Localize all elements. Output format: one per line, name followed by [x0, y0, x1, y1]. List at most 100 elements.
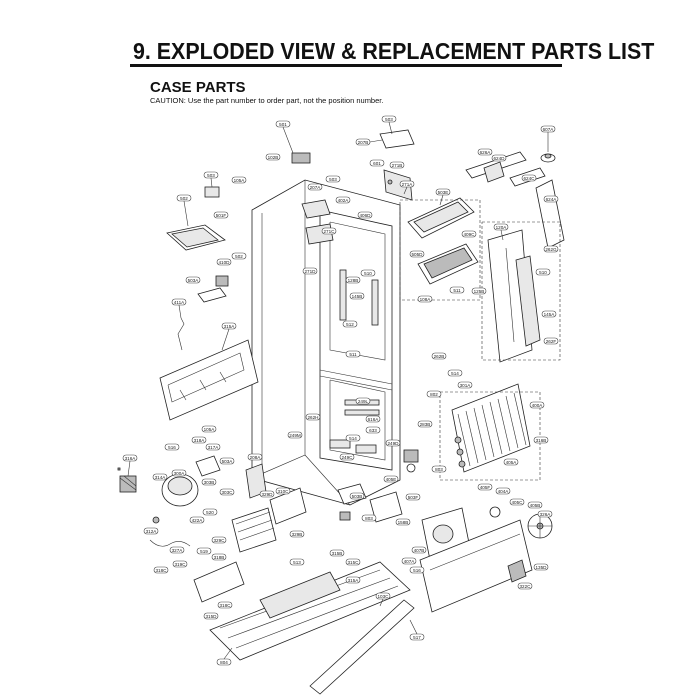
svg-text:262G: 262G	[545, 247, 557, 252]
svg-text:505D: 505D	[412, 252, 424, 257]
svg-text:502: 502	[235, 254, 243, 259]
part-labels: 501 102B 503 207B 607A 626A 624D 624C 62…	[122, 115, 559, 666]
label-207a: 207A	[307, 183, 323, 191]
svg-text:601: 601	[373, 161, 381, 166]
svg-text:102B: 102B	[268, 155, 279, 160]
label-120a: 120A	[493, 223, 509, 231]
svg-text:510: 510	[539, 270, 547, 275]
label-517: 517	[409, 633, 425, 641]
label-502b: 502	[231, 252, 247, 260]
svg-text:316A: 316A	[125, 456, 137, 461]
label-422a: 422A	[189, 516, 205, 524]
svg-text:514: 514	[451, 371, 459, 376]
label-249l: 249L	[355, 397, 371, 405]
label-303c: 303C	[219, 488, 235, 496]
svg-text:329C: 329C	[214, 538, 226, 543]
svg-text:405B: 405B	[530, 503, 541, 508]
label-262f: 262F	[543, 337, 559, 345]
upper-left-parts	[166, 152, 311, 351]
svg-text:503A: 503A	[188, 278, 200, 283]
svg-text:802: 802	[430, 392, 438, 397]
svg-text:317A: 317A	[208, 445, 220, 450]
svg-text:105A: 105A	[234, 178, 246, 183]
label-249c: 249C	[339, 453, 355, 461]
label-407a: 407A	[401, 557, 417, 565]
label-503a2: 503A	[219, 457, 235, 465]
label-512: 512	[342, 320, 358, 328]
svg-text:400A: 400A	[532, 403, 544, 408]
label-804: 804	[216, 658, 232, 666]
label-329b: 329B	[289, 530, 305, 538]
label-803: 803	[431, 465, 447, 473]
label-315b: 315B	[329, 549, 345, 557]
svg-text:503F: 503F	[408, 495, 419, 500]
label-503f: 503F	[405, 493, 421, 501]
svg-text:607A: 607A	[543, 127, 555, 132]
svg-text:271D: 271D	[305, 269, 317, 274]
svg-text:616A: 616A	[368, 417, 380, 422]
label-262b: 262B	[431, 352, 447, 360]
label-514: 514	[447, 369, 463, 377]
svg-text:300A: 300A	[174, 471, 186, 476]
svg-text:318C: 318C	[220, 603, 232, 608]
svg-text:262B: 262B	[434, 354, 445, 359]
label-513: 513	[289, 558, 305, 566]
label-503b2: 503B	[349, 492, 365, 500]
label-145a: 145A	[541, 310, 557, 318]
svg-text:108A: 108A	[420, 297, 432, 302]
svg-text:249M: 249M	[289, 433, 301, 438]
label-315c: 315C	[345, 558, 361, 566]
svg-text:327A: 327A	[172, 548, 184, 553]
svg-text:315A: 315A	[224, 324, 236, 329]
label-616a: 616A	[365, 415, 381, 423]
label-510b: 510	[535, 268, 551, 276]
svg-text:510: 510	[364, 271, 372, 276]
label-626a: 626A	[477, 148, 493, 156]
top-hinge-bracket	[301, 129, 415, 245]
svg-text:271A: 271A	[402, 182, 414, 187]
svg-text:624A: 624A	[546, 197, 558, 202]
svg-text:128B: 128B	[348, 278, 359, 283]
svg-text:145B: 145B	[352, 294, 363, 299]
svg-text:402A: 402A	[338, 198, 350, 203]
label-411a: 411A	[171, 298, 187, 306]
label-158b: 158B	[395, 518, 411, 526]
svg-text:271C: 271C	[324, 229, 336, 234]
label-510: 510	[360, 269, 376, 277]
label-271a: 271A	[399, 180, 415, 188]
svg-text:249C: 249C	[342, 455, 354, 460]
svg-text:262F: 262F	[546, 339, 557, 344]
svg-text:422A: 422A	[192, 518, 204, 523]
svg-text:315B: 315B	[332, 551, 343, 556]
svg-text:105A: 105A	[204, 427, 216, 432]
label-310c: 310C	[275, 487, 291, 495]
label-327a: 327A	[169, 546, 185, 554]
svg-text:516: 516	[413, 568, 421, 573]
base-tray	[117, 467, 533, 695]
svg-text:158B: 158B	[398, 520, 409, 525]
label-249d: 249D	[385, 439, 401, 447]
label-404a: 404A	[495, 487, 511, 495]
page-title: 9. EXPLODED VIEW & REPLACEMENT PARTS LIS…	[133, 38, 655, 64]
svg-text:514: 514	[349, 436, 357, 441]
svg-text:315D: 315D	[206, 614, 218, 619]
label-207b: 207B	[355, 138, 371, 146]
svg-text:409C: 409C	[464, 232, 476, 237]
label-501: 501	[275, 120, 291, 128]
label-502: 502	[176, 194, 192, 202]
svg-text:513: 513	[293, 560, 301, 565]
svg-text:624C: 624C	[524, 176, 536, 181]
label-303b: 303B	[201, 478, 217, 486]
label-301a: 301A	[457, 381, 473, 389]
svg-text:410D: 410D	[219, 260, 231, 265]
svg-text:322C: 322C	[520, 584, 532, 589]
label-108a: 108A	[417, 295, 433, 303]
label-315d: 315D	[203, 612, 219, 620]
label-105a2: 105A	[201, 425, 217, 433]
label-128b: 128B	[345, 276, 361, 284]
label-135d: 135D	[533, 563, 549, 571]
ice-maker-assembly	[399, 197, 481, 301]
svg-text:319C: 319C	[175, 562, 187, 567]
door-hinge-rod	[465, 151, 565, 249]
